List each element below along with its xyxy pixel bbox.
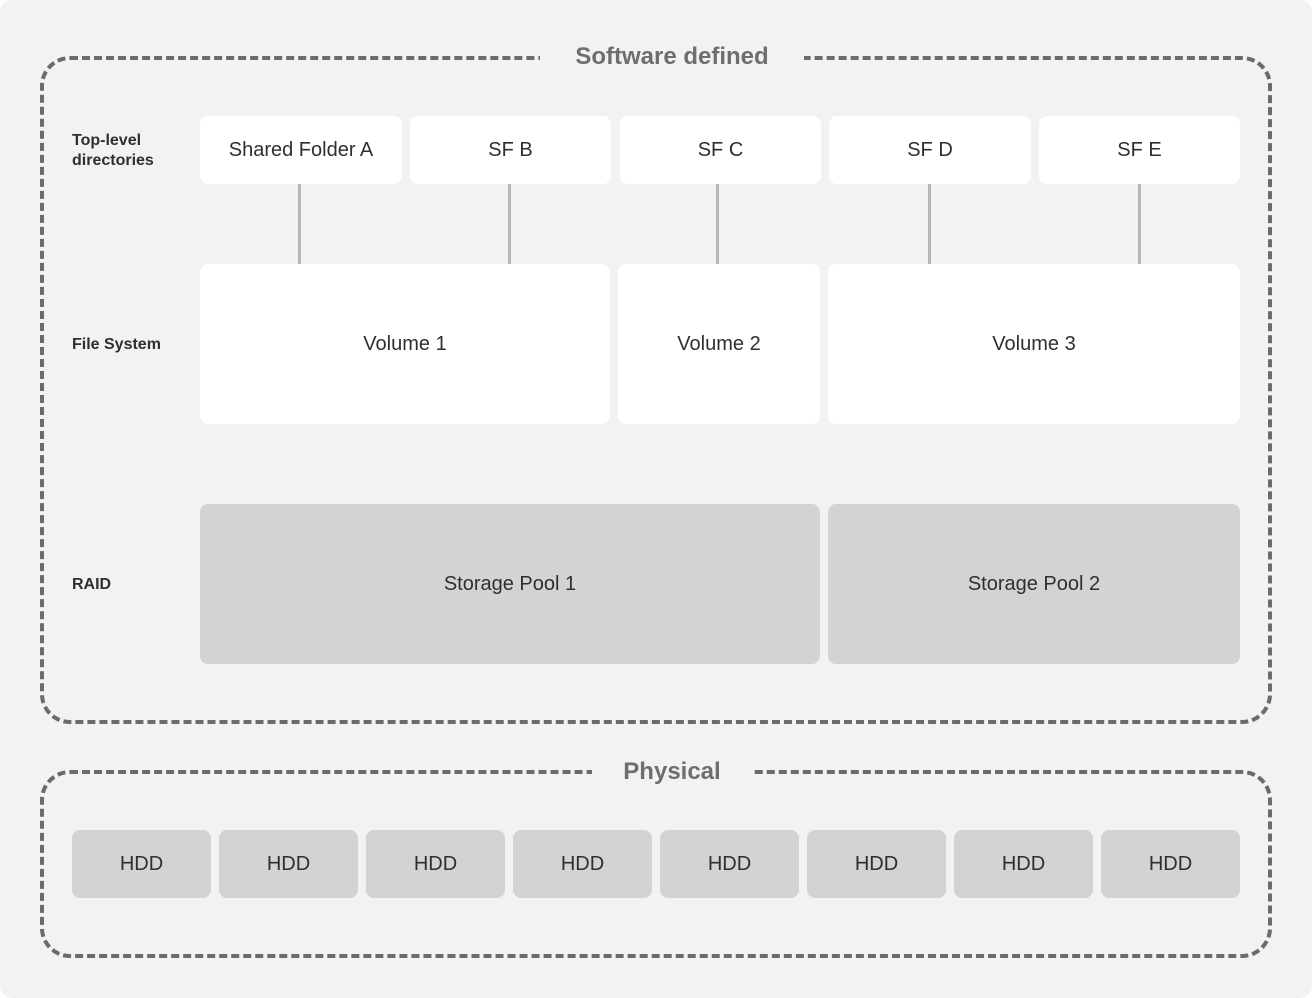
row-label-file-system: File System [72, 336, 161, 353]
shared-folder-box: Shared Folder A [200, 116, 402, 184]
shared-folder-box: SF C [620, 116, 821, 184]
row-label-raid: RAID [72, 576, 112, 593]
storage-pool-box: Storage Pool 2 [828, 504, 1240, 664]
hdd-box: HDD [219, 830, 358, 898]
storage-pool-box: Storage Pool 1 [200, 504, 820, 664]
volume-box: Volume 1 [200, 264, 610, 424]
connector-line [298, 184, 301, 264]
connector-line [716, 184, 719, 264]
connector-line [928, 184, 931, 264]
hdd-box: HDD [807, 830, 946, 898]
hdd-box: HDD [660, 830, 799, 898]
physical-title: Physical [592, 758, 752, 786]
shared-folder-box: SF B [410, 116, 611, 184]
hdd-box: HDD [954, 830, 1093, 898]
hdd-box: HDD [1101, 830, 1240, 898]
volume-box: Volume 3 [828, 264, 1240, 424]
volume-box: Volume 2 [618, 264, 820, 424]
shared-folder-box: SF D [829, 116, 1031, 184]
hdd-box: HDD [513, 830, 652, 898]
hdd-box: HDD [366, 830, 505, 898]
software-defined-title: Software defined [540, 43, 804, 71]
row-label-top-level-directories: Top-level directories [72, 132, 154, 169]
connector-line [1138, 184, 1141, 264]
hdd-box: HDD [72, 830, 211, 898]
connector-line [508, 184, 511, 264]
shared-folder-box: SF E [1039, 116, 1240, 184]
